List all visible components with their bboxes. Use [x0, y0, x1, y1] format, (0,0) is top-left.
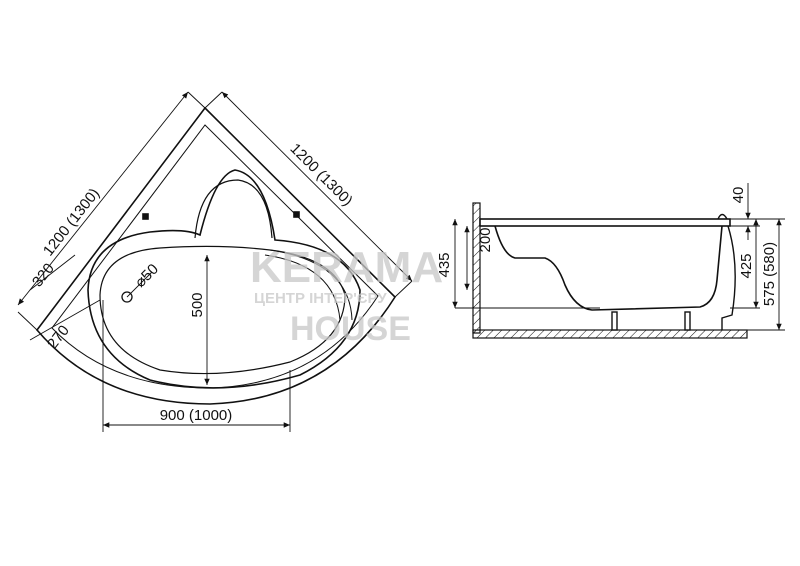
floor [472, 329, 748, 339]
watermark-brand-line2: HOUSE [290, 310, 411, 348]
plan-view [17, 91, 413, 432]
width-label: 900 (1000) [160, 407, 233, 424]
rim-label: 40 [730, 187, 747, 204]
side-left-label: 1200 (1300) [40, 185, 103, 259]
watermark-brand: KERAMA [250, 243, 443, 292]
offset-270-label: 270 [44, 322, 73, 352]
headrest [194, 179, 273, 239]
rim [479, 218, 731, 227]
legs [611, 311, 691, 331]
watermark-tagline: ЦЕНТР ІНТЕР'ЄРУ [254, 290, 387, 307]
side-dimension-lines [452, 183, 785, 331]
apron [721, 225, 736, 330]
tub-profile [494, 225, 723, 311]
plan-dimension-lines [17, 91, 413, 432]
overflow [717, 213, 728, 220]
total-height-label: 575 (580) [761, 242, 778, 306]
depth-label: 500 [189, 292, 206, 317]
watermark-logo: KERAMA ЦЕНТР ІНТЕР'ЄРУ HOUSE [250, 243, 443, 348]
bath-outline [35, 106, 397, 405]
side-dimension-labels: 200 435 40 425 575 (580) [436, 187, 778, 306]
side-view [452, 183, 785, 339]
wall [472, 202, 481, 334]
depth-side-label: 425 [738, 253, 755, 278]
inner-height-label: 435 [436, 252, 453, 277]
seat-label: 200 [477, 227, 494, 252]
drain-label: ⌀50 [132, 261, 162, 291]
mount-mark [293, 211, 300, 218]
mount-mark [142, 213, 149, 220]
